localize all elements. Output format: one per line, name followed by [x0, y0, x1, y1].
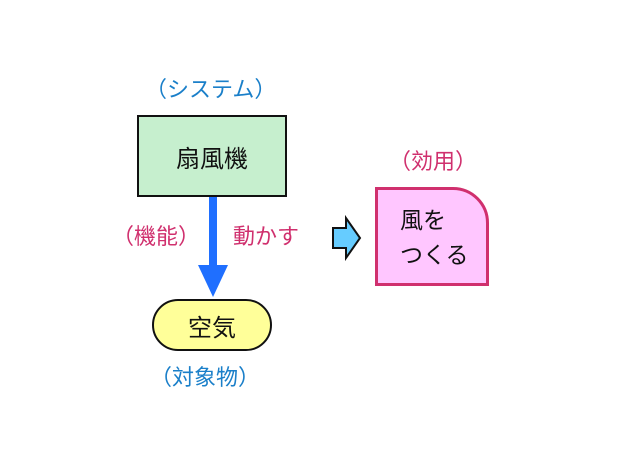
system-category-label: （システム） — [145, 78, 277, 103]
system-name: 扇風機 — [176, 144, 248, 173]
function-verb-label: 動かす — [233, 225, 300, 250]
function-category-label: （機能） — [112, 225, 201, 250]
effect-box: 風を つくる — [375, 187, 489, 286]
object-name: 空気 — [188, 313, 236, 342]
object-box: 空気 — [152, 299, 272, 351]
system-box: 扇風機 — [137, 115, 287, 197]
object-category-label: （対象物） — [150, 366, 261, 391]
effect-arrow-icon — [332, 214, 362, 262]
effect-category-label: （効用） — [389, 150, 478, 175]
function-arrow — [198, 197, 228, 297]
effect-text-line1: 風を — [400, 208, 446, 234]
effect-text-line2: つくる — [400, 242, 469, 269]
